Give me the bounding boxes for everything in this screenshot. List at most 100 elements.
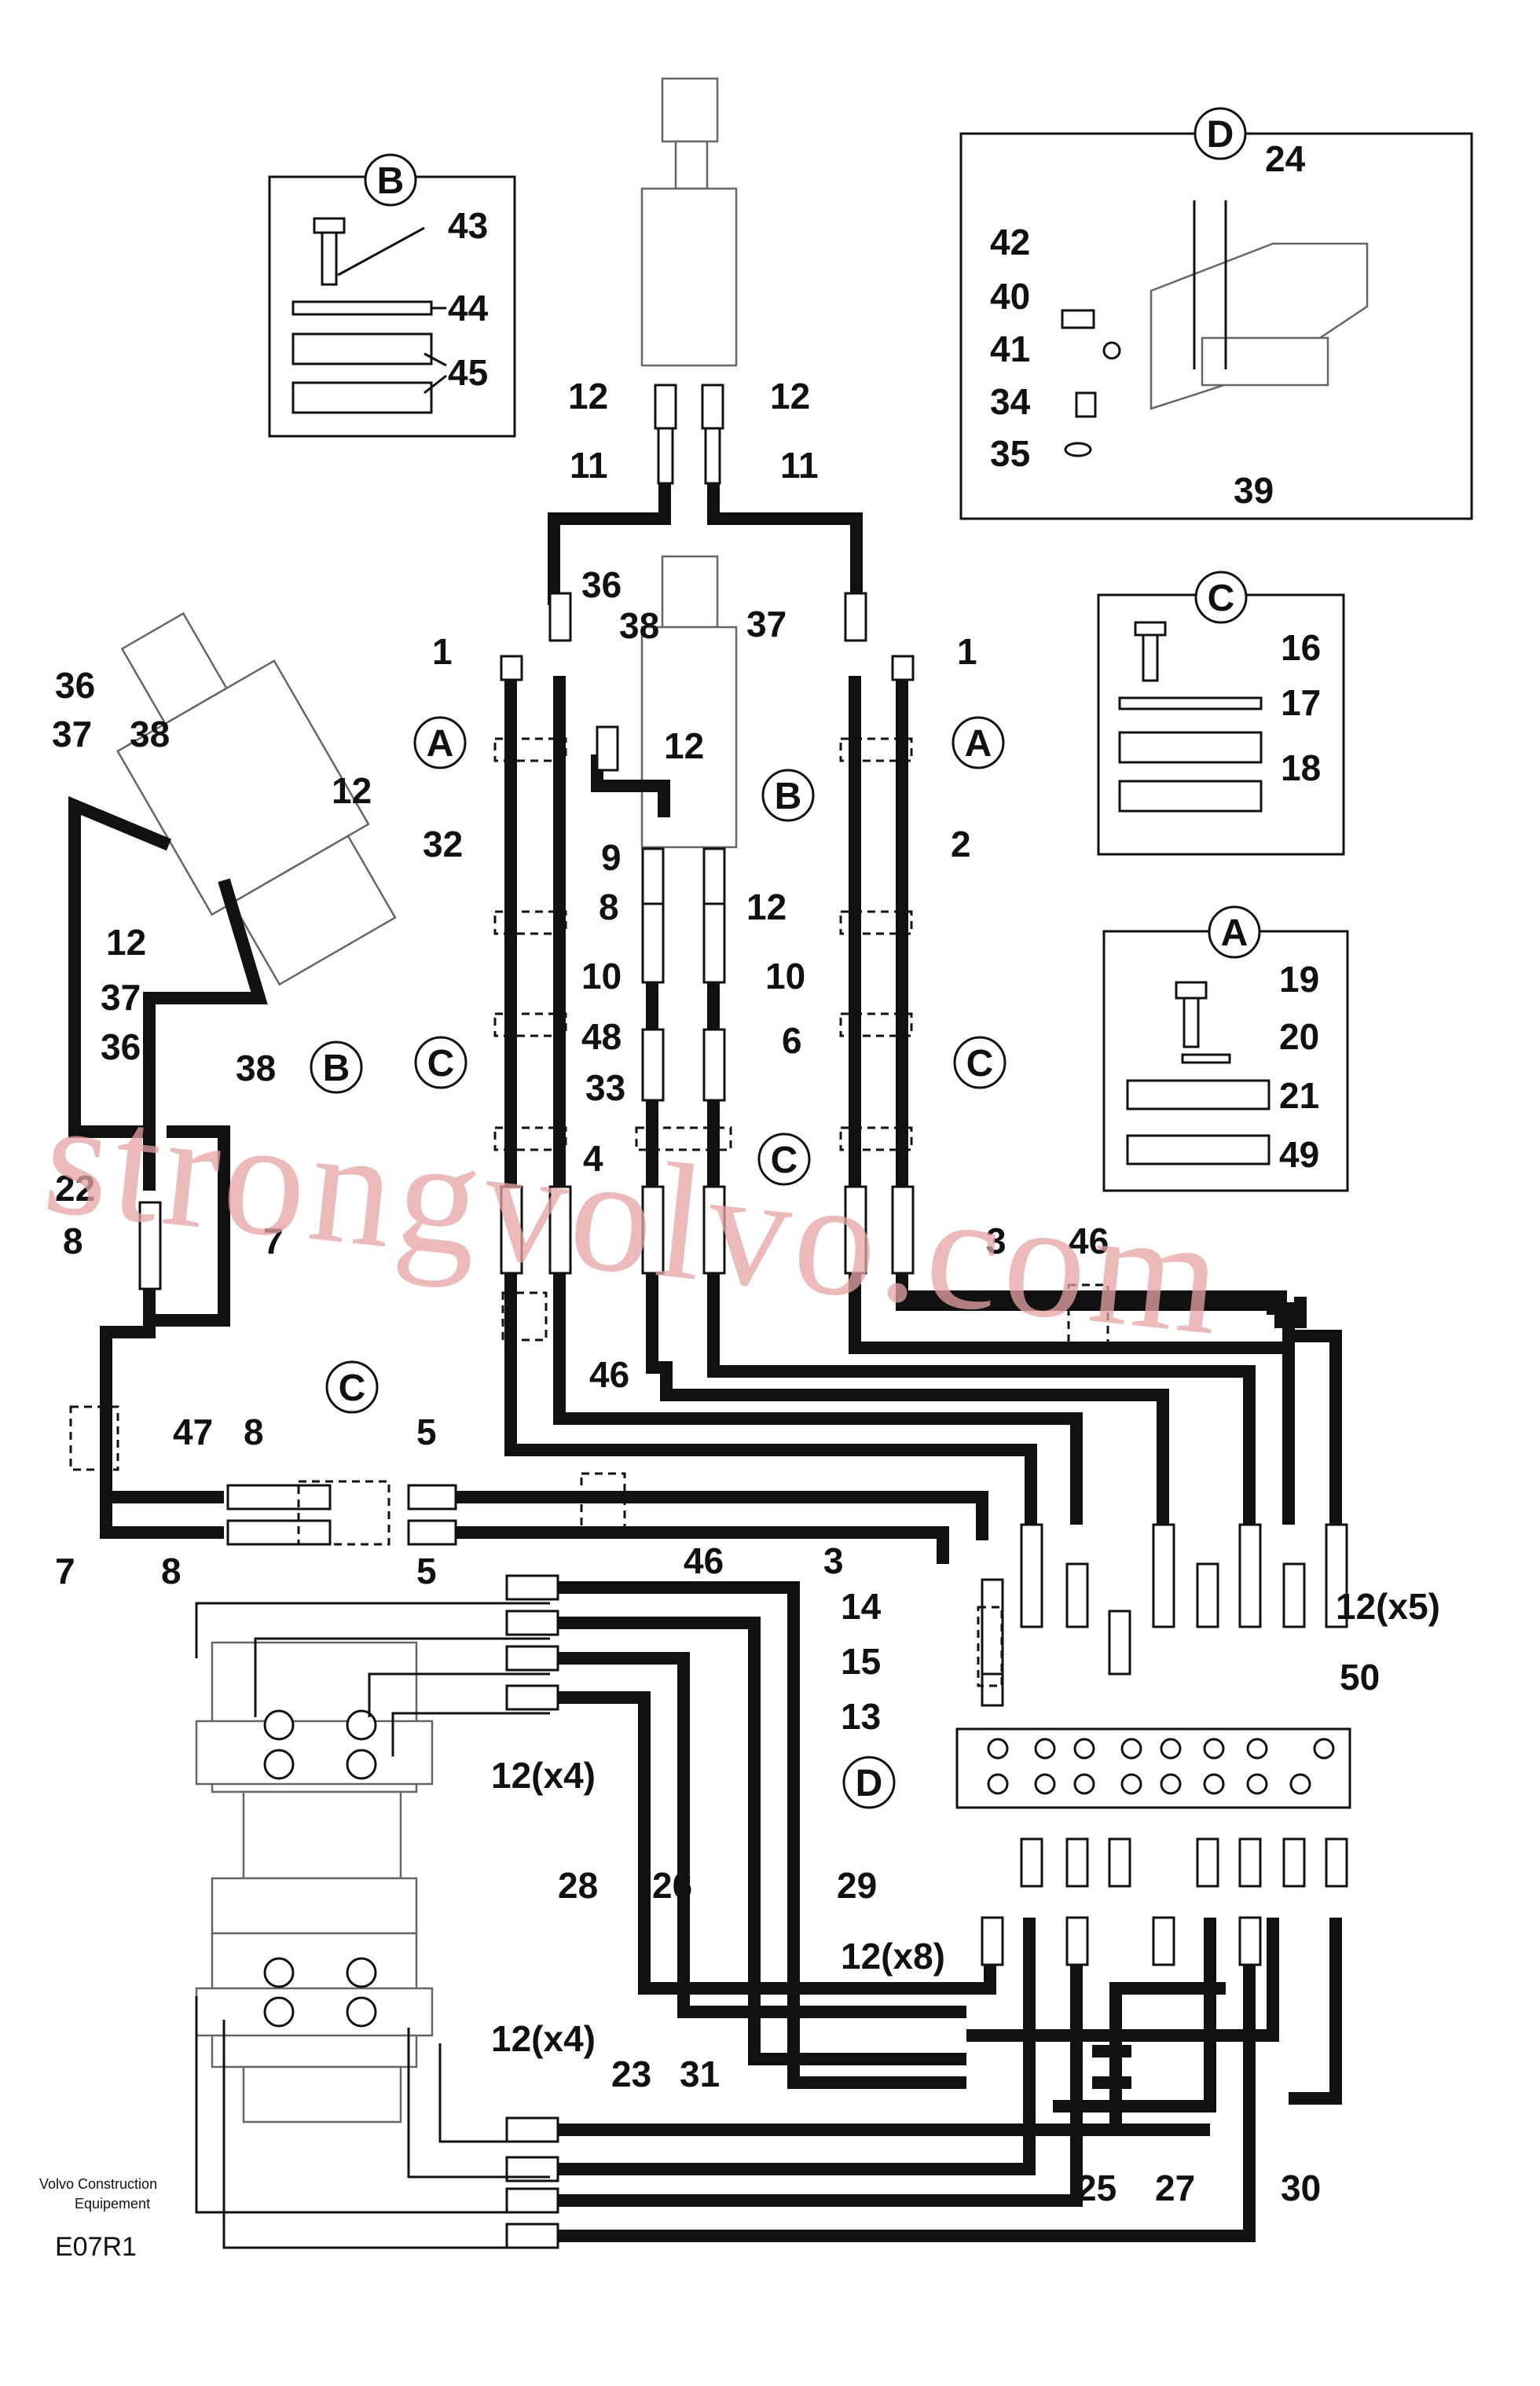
label-9: 9 bbox=[601, 837, 622, 878]
label-3-top: 3 bbox=[986, 1221, 1006, 1261]
callout-circles: A A B B C C C C bbox=[310, 716, 1006, 1414]
part-labels: 12 12 11 11 36 38 37 1 1 12 9 32 2 8 12 … bbox=[52, 376, 1440, 2208]
label-38-left: 38 bbox=[130, 714, 170, 754]
label-12-left: 12 bbox=[332, 770, 372, 811]
label-42: 42 bbox=[990, 222, 1030, 262]
label-37-top: 37 bbox=[746, 604, 786, 644]
label-48: 48 bbox=[581, 1016, 622, 1057]
label-12-e: 12 bbox=[106, 922, 146, 963]
label-47: 47 bbox=[173, 1411, 213, 1452]
callout-c-center: C bbox=[771, 1140, 798, 1181]
label-19: 19 bbox=[1279, 959, 1319, 1000]
label-21: 21 bbox=[1279, 1075, 1319, 1116]
footer: Volvo Construction Equipement E07R1 bbox=[39, 2176, 157, 2262]
label-37-b: 37 bbox=[101, 977, 141, 1018]
callout-b-left: B bbox=[323, 1048, 350, 1089]
detail-b-badge: B bbox=[377, 160, 405, 202]
detail-a-badge: A bbox=[1221, 912, 1248, 954]
label-14: 14 bbox=[841, 1586, 882, 1627]
fittings bbox=[138, 384, 1348, 2249]
detail-d-badge: D bbox=[1207, 114, 1234, 156]
label-32: 32 bbox=[423, 824, 463, 864]
label-44: 44 bbox=[448, 288, 489, 329]
label-41: 41 bbox=[990, 329, 1030, 369]
label-27: 27 bbox=[1155, 2168, 1195, 2208]
detail-c-badge: C bbox=[1208, 578, 1235, 619]
label-20: 20 bbox=[1279, 1016, 1319, 1057]
distribution-block-d: D bbox=[842, 1727, 1351, 1809]
label-18: 18 bbox=[1281, 747, 1321, 788]
block-d-badge: D bbox=[856, 1763, 883, 1804]
figure-code: E07R1 bbox=[55, 2232, 137, 2262]
label-31: 31 bbox=[680, 2054, 720, 2094]
label-36-b: 36 bbox=[101, 1026, 141, 1067]
label-23: 23 bbox=[611, 2054, 651, 2094]
label-43: 43 bbox=[448, 205, 488, 246]
label-12-a: 12 bbox=[568, 376, 608, 417]
label-37-left: 37 bbox=[52, 714, 92, 754]
label-38-top: 38 bbox=[619, 605, 659, 646]
label-38-b: 38 bbox=[236, 1048, 276, 1088]
label-1-left: 1 bbox=[432, 631, 453, 672]
label-46-mid: 46 bbox=[589, 1354, 629, 1395]
label-26: 26 bbox=[652, 1865, 692, 1906]
label-46-top: 46 bbox=[1069, 1221, 1109, 1261]
label-25: 25 bbox=[1076, 2168, 1116, 2208]
label-39: 39 bbox=[1234, 470, 1274, 511]
label-29: 29 bbox=[837, 1865, 877, 1906]
label-40: 40 bbox=[990, 276, 1030, 317]
label-46-low: 46 bbox=[684, 1540, 724, 1581]
label-24: 24 bbox=[1265, 138, 1306, 179]
label-11-a: 11 bbox=[570, 445, 608, 486]
detail-box-d: D 24 42 40 41 34 35 39 bbox=[959, 107, 1473, 520]
label-5-b: 5 bbox=[416, 1551, 437, 1591]
brand-line-2: Equipement bbox=[75, 2196, 150, 2212]
callout-c-bottom: C bbox=[339, 1367, 366, 1409]
detail-box-b: B 43 44 45 bbox=[268, 153, 516, 438]
label-36-top: 36 bbox=[581, 564, 622, 605]
detail-box-a: A 19 20 21 49 bbox=[1102, 905, 1349, 1192]
label-30: 30 bbox=[1281, 2168, 1321, 2208]
label-5-a: 5 bbox=[416, 1411, 437, 1452]
label-45: 45 bbox=[448, 352, 488, 393]
label-16: 16 bbox=[1281, 627, 1321, 668]
label-8-d: 8 bbox=[161, 1551, 182, 1591]
label-12-d: 12 bbox=[746, 886, 786, 927]
callout-b-center: B bbox=[775, 776, 802, 817]
clamp-markers bbox=[69, 737, 1109, 1687]
label-15: 15 bbox=[841, 1641, 881, 1682]
label-13: 13 bbox=[841, 1696, 881, 1737]
tilted-cylinder bbox=[116, 611, 397, 986]
label-17: 17 bbox=[1281, 682, 1321, 723]
label-50: 50 bbox=[1340, 1657, 1380, 1698]
label-12-x4-bottom: 12(x4) bbox=[491, 2018, 596, 2059]
label-11-b: 11 bbox=[780, 445, 819, 486]
label-6: 6 bbox=[782, 1020, 802, 1061]
label-1-right: 1 bbox=[957, 631, 977, 672]
callout-a-left: A bbox=[427, 723, 454, 765]
callout-a-right: A bbox=[965, 723, 992, 765]
label-33: 33 bbox=[585, 1067, 625, 1108]
label-7-b: 7 bbox=[55, 1551, 75, 1591]
label-8-b: 8 bbox=[63, 1221, 83, 1261]
label-49: 49 bbox=[1279, 1134, 1319, 1175]
label-12-c: 12 bbox=[664, 725, 704, 766]
label-2: 2 bbox=[951, 824, 971, 864]
label-3-low: 3 bbox=[823, 1540, 844, 1581]
label-10-a: 10 bbox=[581, 956, 622, 997]
label-12-b: 12 bbox=[770, 376, 810, 417]
top-cylinder bbox=[640, 77, 738, 849]
label-12-x5: 12(x5) bbox=[1336, 1586, 1440, 1627]
label-28: 28 bbox=[558, 1865, 598, 1906]
label-22: 22 bbox=[55, 1168, 95, 1209]
control-valve bbox=[195, 1602, 550, 2249]
label-12-x8: 12(x8) bbox=[841, 1936, 945, 1977]
label-8-c: 8 bbox=[244, 1411, 264, 1452]
label-12-x4-top: 12(x4) bbox=[491, 1755, 596, 1796]
callout-c-right: C bbox=[966, 1043, 994, 1085]
detail-box-c: C 16 17 18 bbox=[1097, 571, 1345, 856]
label-34: 34 bbox=[990, 381, 1031, 422]
label-7-a: 7 bbox=[263, 1221, 284, 1261]
callout-c-left: C bbox=[427, 1043, 455, 1085]
